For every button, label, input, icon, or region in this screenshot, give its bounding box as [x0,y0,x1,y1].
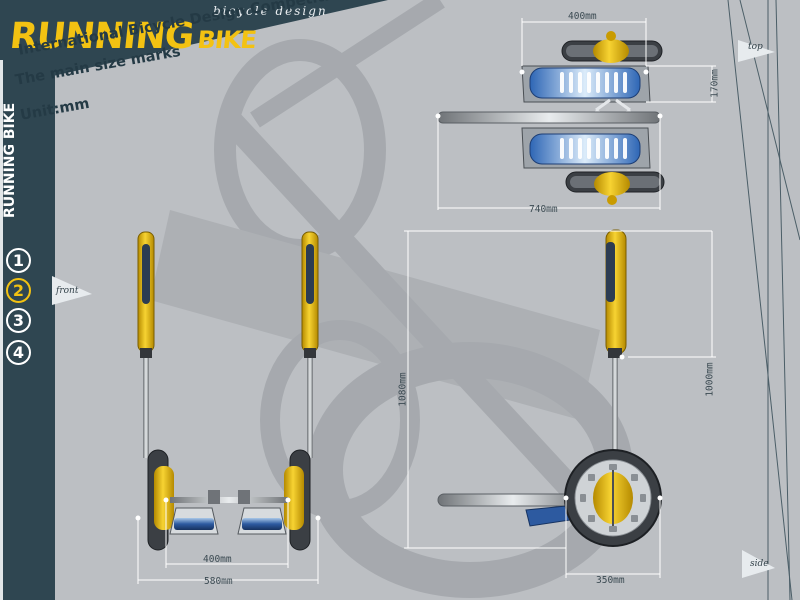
dim-side-wheel: 350mm [596,575,625,586]
side-tag-shape [742,550,775,578]
brand-tagline: bicycle design [213,4,328,18]
top-view-tag[interactable]: top [748,42,763,52]
dim-side-height-total: 1080mm [397,372,409,407]
side-view-tag[interactable]: side [750,559,769,569]
dim-side-height-bar: 1000mm [704,362,716,397]
page-button-1[interactable]: 1 [6,248,31,273]
top-view [437,31,665,205]
front-view-dim-dots [135,497,321,521]
side-view-dimensions [404,230,716,578]
side-view-dim-dots [563,354,663,501]
front-view-dimensions [137,500,319,584]
top-view-dimensions [437,18,716,210]
sidebar-vertical-title: RUNNING BIKE [2,102,18,218]
brand-title-small: BIKE [196,26,258,54]
background-bike-silhouette [150,0,633,598]
top-view-dim-dots [435,69,663,119]
page-button-2[interactable]: 2 [6,278,31,303]
sidebar-panel [0,0,388,88]
page-button-4[interactable]: 4 [6,340,31,365]
sidebar-light-strip [0,60,3,600]
sidebar-strip [0,60,55,600]
dim-top-width: 400mm [568,11,597,22]
side-view [437,229,662,547]
dim-top-total: 740mm [529,204,558,215]
front-view-tag[interactable]: front [56,286,79,296]
dim-front-inner: 400mm [203,554,232,565]
top-tag-shape [738,40,775,62]
front-tag-shape [52,276,92,305]
dim-front-total: 580mm [204,576,233,587]
decorative-lines [727,0,800,600]
dim-top-depth: 170mm [709,69,721,98]
page-button-3[interactable]: 3 [6,308,31,333]
front-view [137,231,319,551]
